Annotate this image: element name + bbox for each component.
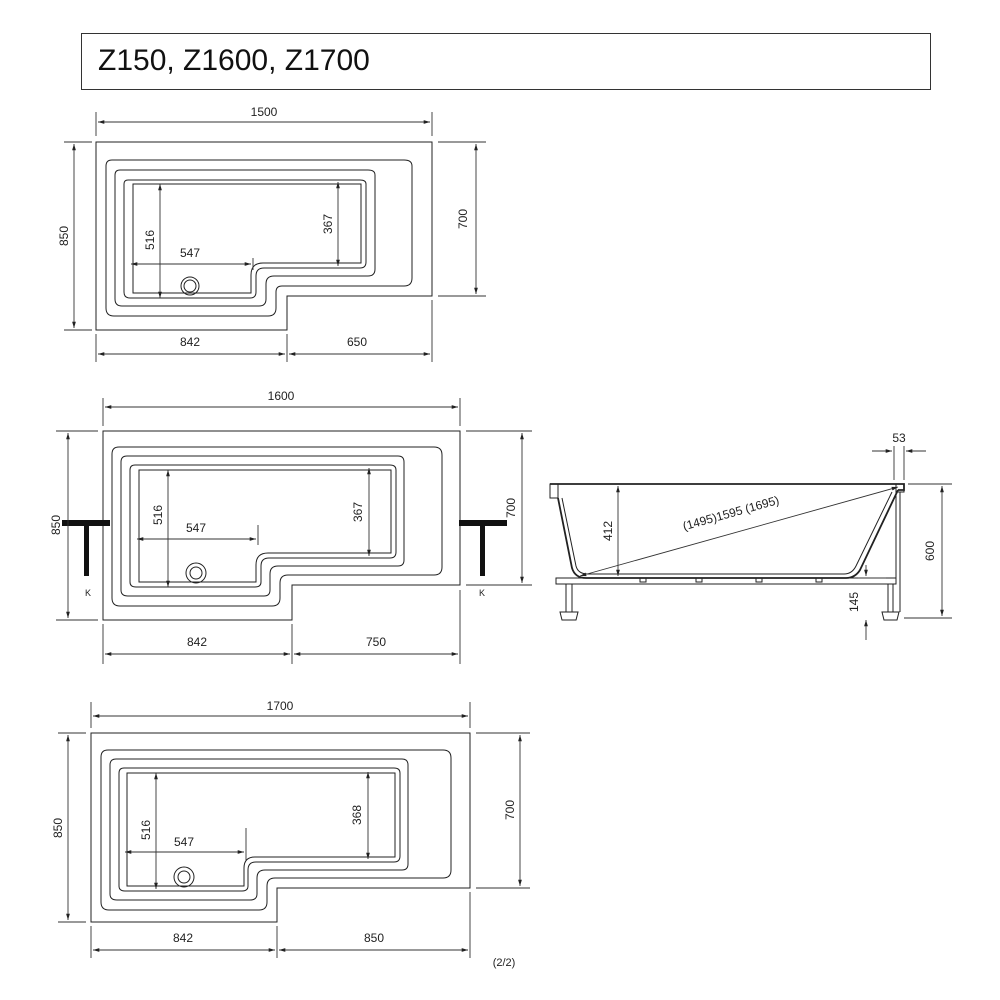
dim-drain-offset: 547 [174, 835, 194, 849]
dim-depth: 412 [601, 521, 615, 541]
bath-1500-rim-mid [114, 169, 376, 307]
dim-length: 1600 [268, 389, 295, 403]
bath-1500-plan: 1500 850 700 516 367 547 842 650 [57, 105, 486, 362]
page-number: (2/2) [493, 957, 516, 969]
dim-bottom-left: 842 [187, 635, 207, 649]
dim-inner-depth: 367 [321, 214, 335, 234]
dim-width: 850 [57, 226, 71, 246]
bath-1700-rim-outer [100, 749, 452, 911]
bath-1600-leg-right: K [459, 520, 507, 598]
dim-inner-width: 516 [139, 820, 153, 840]
bath-1600-outline [102, 430, 461, 621]
bath-1500-drain-icon [180, 276, 200, 296]
dim-diagonal: (1495)1595 (1695) [681, 493, 781, 533]
dim-width: 850 [49, 515, 63, 535]
bath-1600-basin-inner [138, 469, 392, 583]
bath-1500-basin [123, 179, 367, 299]
side-view: (1495)1595 (1695) 412 53 600 145 [549, 431, 952, 640]
dim-inner-depth: 367 [351, 502, 365, 522]
bath-1700-basin-inner [126, 772, 396, 887]
dim-inner-width: 516 [151, 505, 165, 525]
dim-inner-depth: 368 [350, 805, 364, 825]
bath-1600-basin [129, 464, 397, 588]
side-view-frame [555, 577, 897, 585]
bath-1600-rim-outer [111, 446, 443, 607]
bath-1700-basin [118, 767, 401, 892]
dim-length: 1700 [267, 699, 294, 713]
leg-label-right: K [479, 588, 485, 598]
bath-1700-plan: 1700 850 700 516 368 547 842 850 [51, 699, 530, 958]
dim-drain-offset: 547 [180, 246, 200, 260]
bath-1700-drain-icon [173, 866, 195, 888]
dim-height: 600 [923, 541, 937, 561]
bath-1700-outline [90, 732, 471, 923]
dim-length: 1500 [251, 105, 278, 119]
side-view-leg-right [881, 611, 900, 621]
dim-inner-width: 516 [143, 230, 157, 250]
dim-bottom-left: 842 [173, 931, 193, 945]
dim-narrow-width: 700 [456, 209, 470, 229]
side-view-rim [550, 483, 905, 491]
bath-1500-basin-inner [132, 183, 362, 294]
page-title: Z150, Z1600, Z1700 [98, 44, 370, 77]
dim-drain-offset: 547 [186, 521, 206, 535]
dim-leg: 145 [847, 592, 861, 612]
bath-1600-rim-mid [120, 455, 405, 597]
dim-width: 850 [51, 818, 65, 838]
bath-1500-outline [95, 141, 433, 331]
bath-1700-rim-mid [109, 758, 409, 901]
leg-label-left: K [85, 588, 91, 598]
dim-bottom-right: 650 [347, 335, 367, 349]
bath-1500-rim-outer [105, 159, 413, 317]
dim-narrow-width: 700 [504, 498, 518, 518]
bath-1600-drain-icon [185, 562, 207, 584]
bath-1600-plan: K K 1600 850 700 516 367 547 842 [49, 389, 532, 664]
dim-rim: 53 [892, 431, 906, 445]
dim-bottom-left: 842 [180, 335, 200, 349]
dim-bottom-right: 850 [364, 931, 384, 945]
dim-narrow-width: 700 [503, 800, 517, 820]
side-view-leg-left [559, 611, 579, 621]
bath-1600-leg-left: K [62, 520, 110, 598]
dim-bottom-right: 750 [366, 635, 386, 649]
title-box: Z150, Z1600, Z1700 [81, 33, 931, 90]
